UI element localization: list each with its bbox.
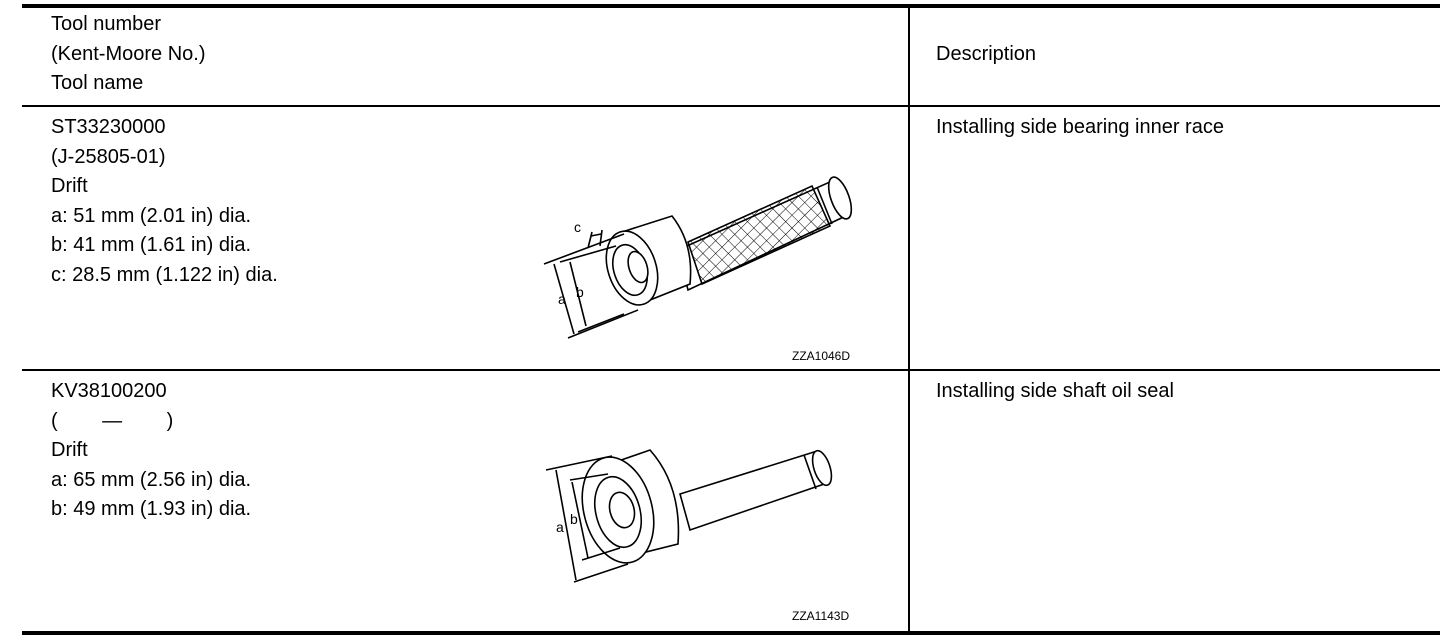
description-row-2: Installing side shaft oil seal xyxy=(936,380,1174,402)
dimension-a: a: 65 mm (2.56 in) dia. xyxy=(51,468,252,491)
column-divider xyxy=(908,4,910,634)
header-tool-column: Tool number (Kent-Moore No.) Tool name xyxy=(51,10,206,99)
tool-name: Drift xyxy=(51,175,88,197)
kent-moore-number: ( — ) xyxy=(51,409,174,432)
header-tool-number: Tool number xyxy=(51,13,162,35)
figure-code: ZZA1046D xyxy=(792,349,850,363)
figure-label-a: a xyxy=(558,291,566,307)
table-top-rule xyxy=(22,4,1440,8)
description-row-1: Installing side bearing inner race xyxy=(936,116,1224,138)
dimension-b: b: 49 mm (1.93 in) dia. xyxy=(51,498,252,520)
tool-info-row-1: ST33230000 (J-25805-01) Drift a: 51 mm (… xyxy=(51,113,278,290)
dimension-c: c: 28.5 mm (1.122 in) dia. xyxy=(51,263,278,286)
dimension-a: a: 51 mm (2.01 in) dia. xyxy=(51,204,252,227)
figure-label-b: b xyxy=(576,284,584,300)
table-bottom-rule xyxy=(22,631,1440,635)
row-divider xyxy=(22,369,1440,371)
kent-moore-number: (J-25805-01) xyxy=(51,145,166,168)
tool-name: Drift xyxy=(51,439,88,461)
figure-label-b: b xyxy=(570,511,578,527)
header-description: Description xyxy=(936,43,1037,65)
special-tools-table: Tool number (Kent-Moore No.) Tool name D… xyxy=(22,4,1440,635)
tool-info-row-2: KV38100200 ( — ) Drift a: 65 mm (2.56 in… xyxy=(51,377,251,525)
figure-code: ZZA1143D xyxy=(792,609,849,623)
figure-label-c: c xyxy=(574,219,581,235)
drift-illustration-1: a b c ZZA1046D xyxy=(543,176,853,363)
tool-number: ST33230000 xyxy=(51,116,166,138)
drift-illustration-2: a b ZZA1143D xyxy=(545,449,849,623)
tool-number: KV38100200 xyxy=(51,380,167,402)
header-kent-moore: (Kent-Moore No.) xyxy=(51,42,206,65)
header-tool-name: Tool name xyxy=(51,72,144,94)
figure-label-a: a xyxy=(556,519,564,535)
header-divider xyxy=(22,105,1440,107)
dimension-b: b: 41 mm (1.61 in) dia. xyxy=(51,234,252,256)
